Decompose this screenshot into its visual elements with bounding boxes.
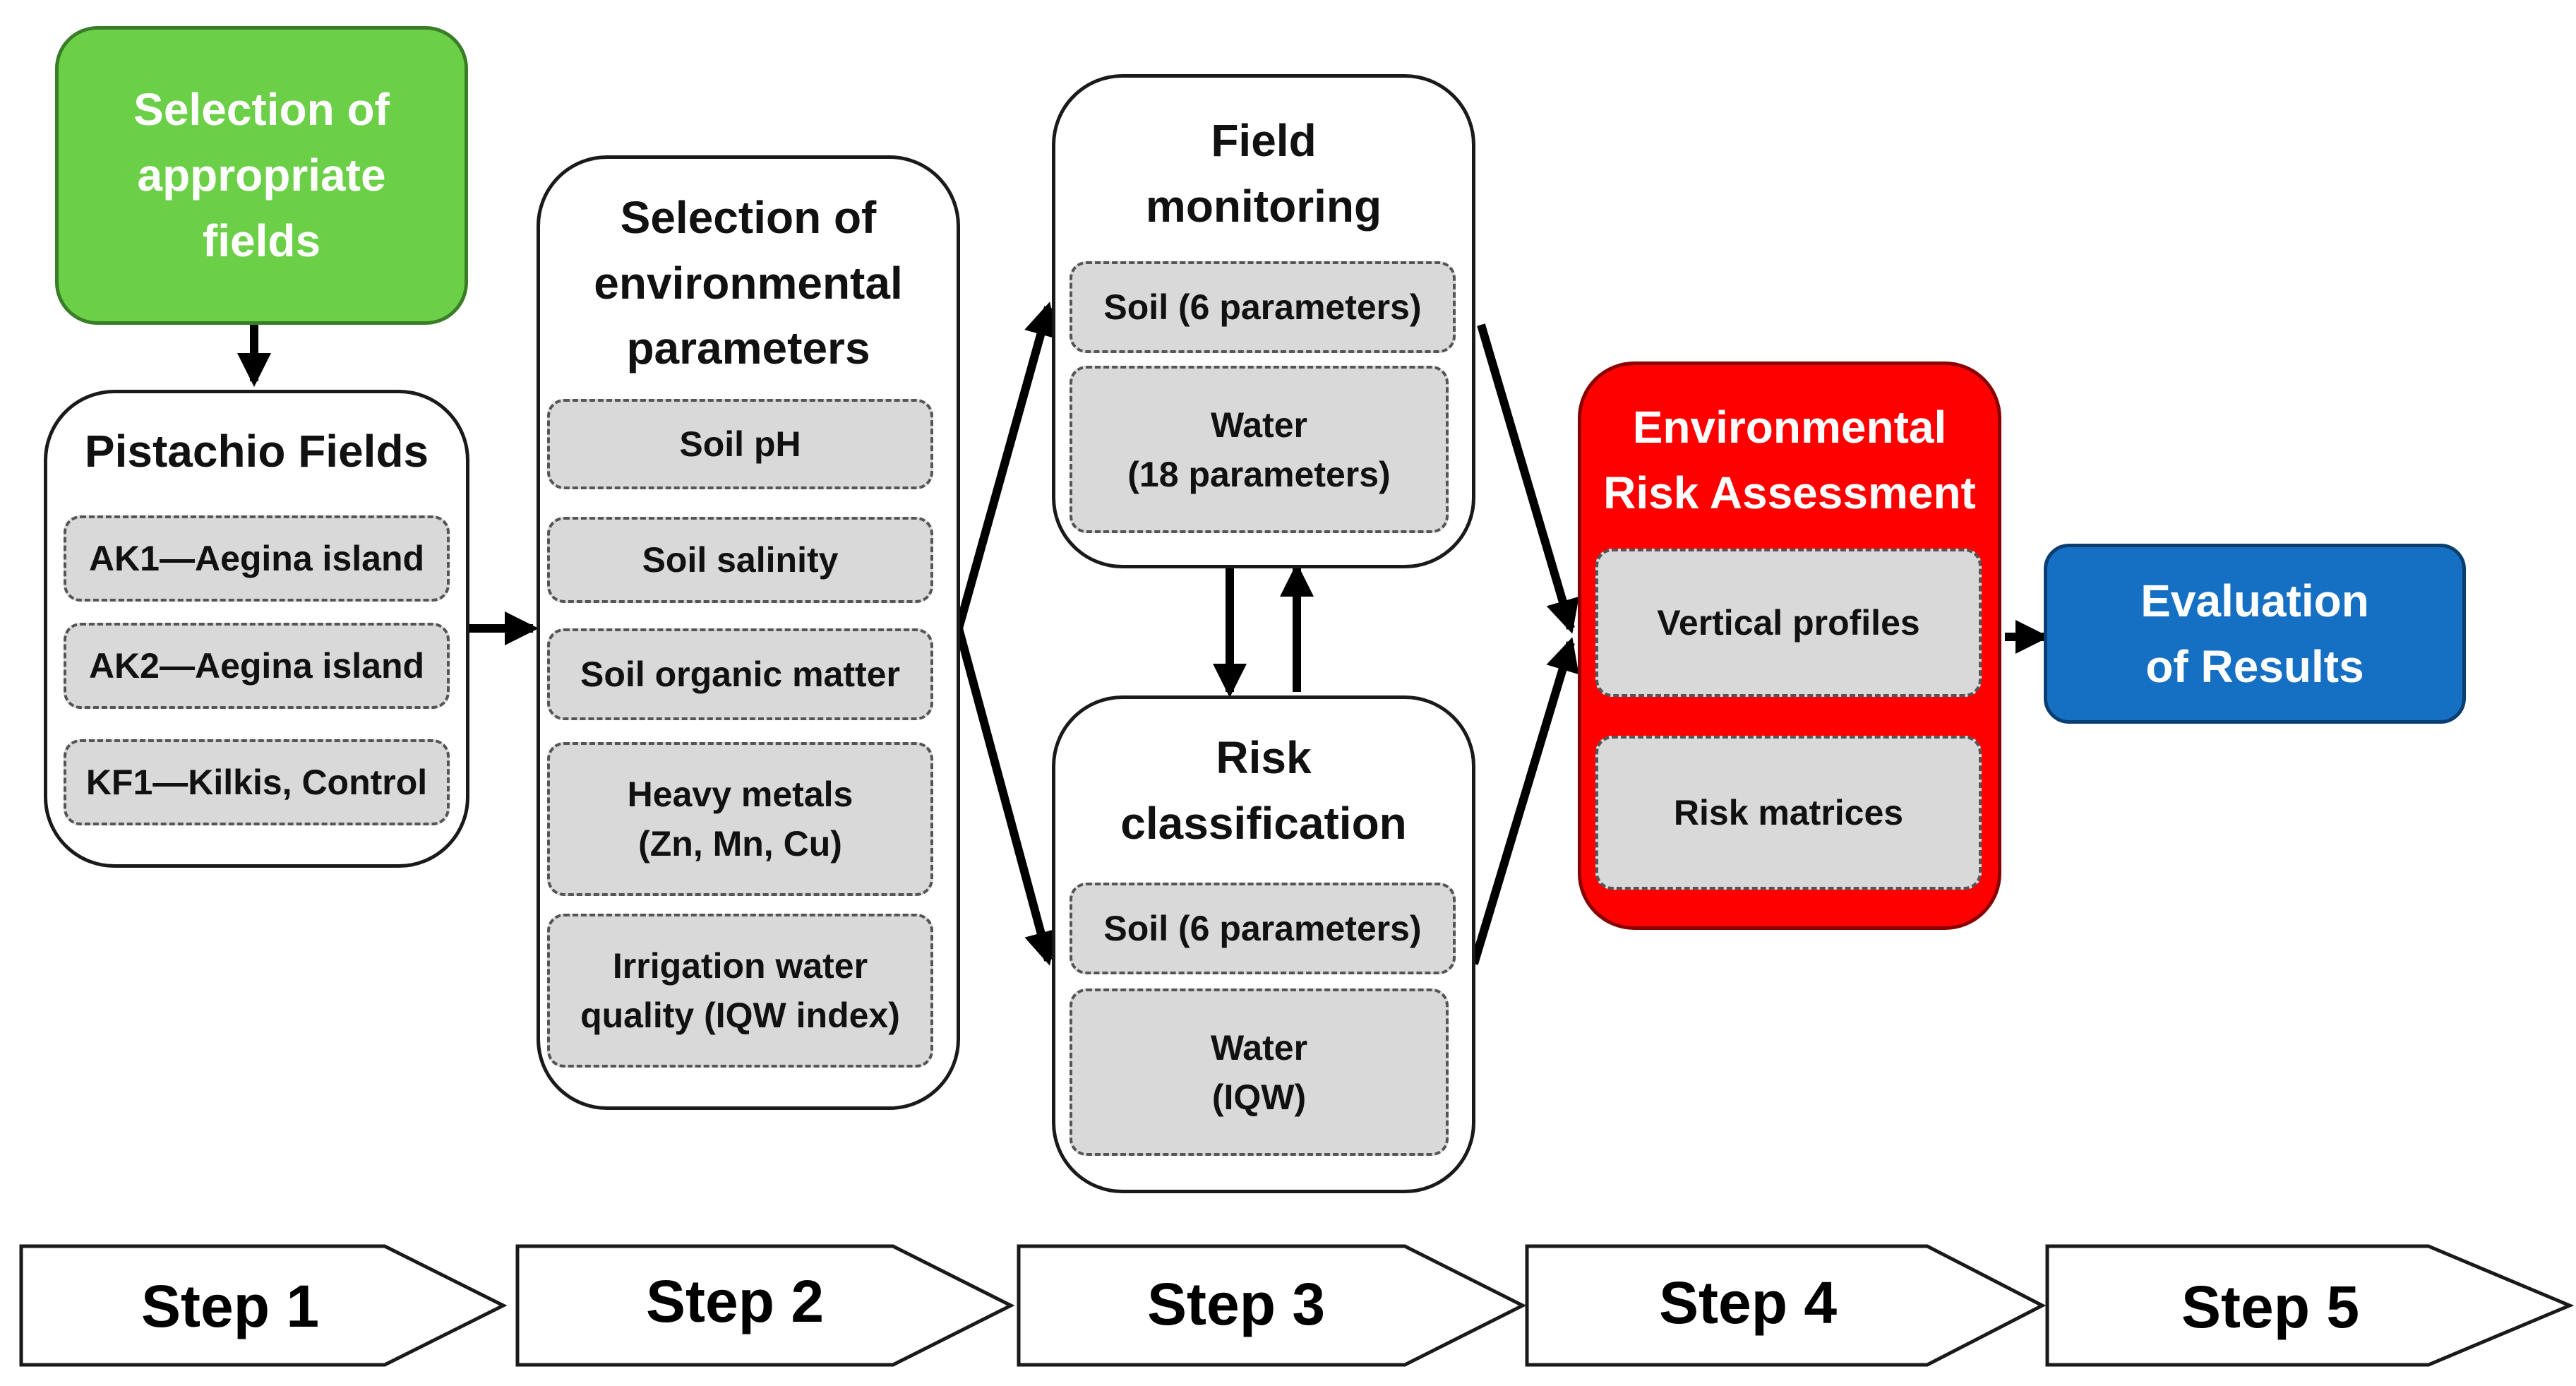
arrow-parameters-to-risk [954, 627, 1058, 966]
risk-classification-title: Risk classification [1120, 732, 1407, 849]
arrow-monitoring-to-era [1477, 323, 1579, 634]
selection-of-fields-box: Selection of appropriate fields [55, 26, 468, 325]
assessment-item: Vertical profiles [1595, 549, 1982, 697]
selection-of-fields-title: Selection of appropriate fields [133, 84, 390, 266]
environmental-parameters-title: Selection of environmental parameters [594, 191, 903, 374]
risk-classification-box: Risk classification Soil (6 parameters) … [1052, 695, 1475, 1193]
risk-item: Water (IQW) [1070, 988, 1449, 1156]
pistachio-fields-title: Pistachio Fields [84, 425, 429, 477]
parameter-item: Heavy metals (Zn, Mn, Cu) [547, 742, 933, 896]
parameter-item: Soil organic matter [547, 628, 933, 720]
monitoring-item: Water (18 parameters) [1070, 366, 1449, 533]
assessment-item: Risk matrices [1595, 736, 1982, 890]
field-monitoring-title: Field monitoring [1145, 115, 1382, 232]
step-3-label: Step 3 [1147, 1270, 1326, 1337]
arrow-risk-to-era [1470, 637, 1579, 965]
evaluation-of-results-title: Evaluation of Results [2140, 575, 2369, 692]
field-item: AK1—Aegina island [64, 515, 450, 602]
step-4-chevron [1525, 1244, 2047, 1367]
field-item: KF1—Kilkis, Control [64, 739, 450, 825]
risk-item: Soil (6 parameters) [1070, 883, 1456, 974]
field-monitoring-box: Field monitoring Soil (6 parameters) Wat… [1052, 74, 1475, 568]
step-2-label: Step 2 [646, 1267, 825, 1334]
environmental-risk-assessment-title: Environmental Risk Assessment [1603, 402, 1976, 518]
pistachio-fields-box: Pistachio Fields AK1—Aegina island AK2—A… [44, 390, 469, 868]
environmental-risk-assessment-box: Environmental Risk Assessment Vertical p… [1578, 362, 2001, 930]
parameter-item: Soil salinity [547, 517, 933, 603]
step-1-label: Step 1 [141, 1272, 320, 1339]
field-item: AK2—Aegina island [64, 623, 450, 709]
step-5-chevron [2045, 1244, 2575, 1367]
step-3-chevron [1017, 1244, 1527, 1367]
step-5-label: Step 5 [2181, 1273, 2360, 1340]
monitoring-item: Soil (6 parameters) [1070, 261, 1456, 353]
parameter-item: Soil pH [547, 399, 933, 489]
arrow-parameters-to-monitoring [954, 301, 1058, 630]
step-1-chevron [19, 1244, 508, 1367]
environmental-parameters-box: Selection of environmental parameters So… [537, 155, 960, 1110]
step-4-label: Step 4 [1659, 1269, 1838, 1336]
step-2-chevron [515, 1244, 1015, 1367]
parameter-item: Irrigation water quality (IQW index) [547, 914, 933, 1068]
evaluation-of-results-box: Evaluation of Results [2044, 544, 2466, 724]
